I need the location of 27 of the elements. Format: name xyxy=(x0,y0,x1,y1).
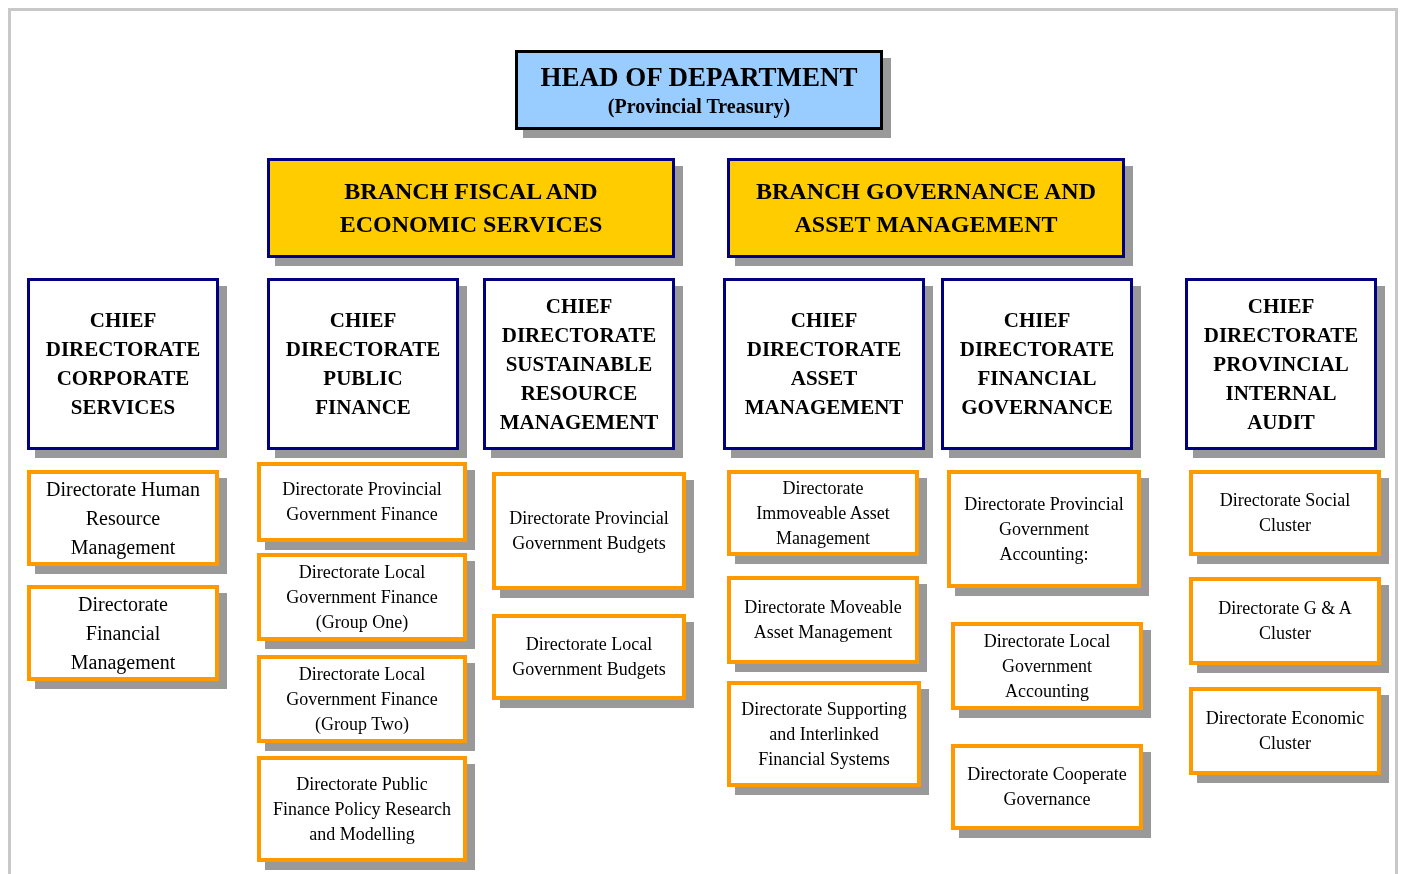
box-title: CHIEF DIRECTORATE PUBLIC FINANCE xyxy=(284,307,442,421)
box-title: Directorate Local Government Finance (Group Two) xyxy=(285,662,439,736)
box-title: CHIEF DIRECTORATE PROVINCIAL INTERNAL AUDIT xyxy=(1202,292,1360,436)
box-title: Directorate Provincial Government Accounting: xyxy=(963,492,1125,566)
box-title: Directorate Social Cluster xyxy=(1218,489,1352,537)
box-title: Directorate Supporting and Interlinked Financial Systems xyxy=(740,697,908,771)
box-title: BRANCH FISCAL AND ECONOMIC SERVICES xyxy=(338,177,604,239)
box-title: Directorate Provincial Government Finance xyxy=(281,478,443,526)
box-title: Directorate Public Finance Policy Research and Modelling xyxy=(272,772,452,846)
box-title: BRANCH GOVERNANCE AND ASSET MANAGEMENT xyxy=(755,177,1097,239)
box-title: CHIEF DIRECTORATE SUSTAINABLE RESOURCE MANAGEMENT xyxy=(498,292,660,436)
box-title: Directorate Immoveable Asset Management xyxy=(755,476,891,550)
box-title: CHIEF DIRECTORATE CORPORATE SERVICES xyxy=(44,307,202,421)
box-title: Directorate Local Government Finance (Group One) xyxy=(285,560,439,634)
box-title: Directorate Financial Management xyxy=(69,591,177,676)
box-title: Directorate Economic Cluster xyxy=(1204,707,1366,755)
box-title: CHIEF DIRECTORATE FINANCIAL GOVERNANCE xyxy=(958,307,1116,421)
box-title: Directorate Cooperate Governance xyxy=(966,763,1128,811)
box-title: Directorate Local Government Budgets xyxy=(511,633,667,681)
box-title: Directorate Provincial Government Budgets xyxy=(508,507,670,555)
box-title: Directorate Local Government Accounting xyxy=(982,629,1112,703)
box-title: Directorate Moveable Asset Management xyxy=(743,596,903,644)
box-title: CHIEF DIRECTORATE ASSET MANAGEMENT xyxy=(743,307,905,421)
box-title: Directorate Human Resource Management xyxy=(45,476,201,561)
box-title: HEAD OF DEPARTMENT xyxy=(540,61,858,93)
box-subtitle: (Provincial Treasury) xyxy=(607,94,791,119)
box-title: Directorate G & A Cluster xyxy=(1217,597,1353,645)
